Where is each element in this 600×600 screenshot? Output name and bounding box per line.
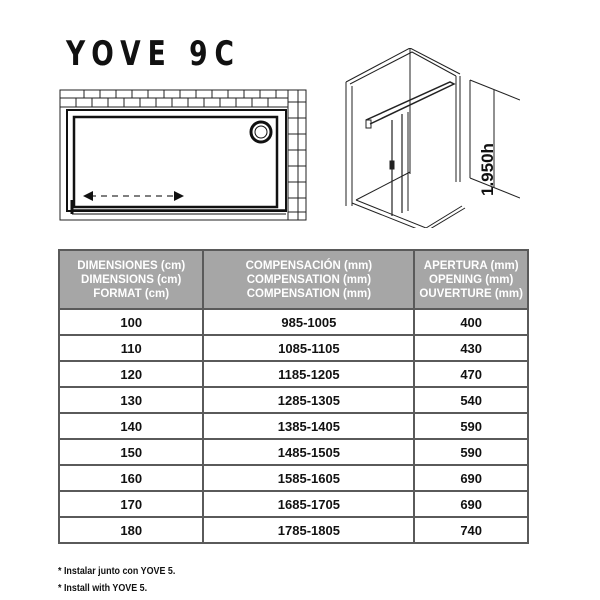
cell-opening: 540 — [413, 386, 529, 414]
header-opening: APERTURA (mm) OPENING (mm) OUVERTURE (mm… — [413, 249, 529, 310]
footnote-es: * Instalar junto con YOVE 5. — [58, 565, 176, 577]
cell-dimension: 130 — [57, 386, 205, 414]
header-line: OUVERTURE (mm) — [419, 287, 523, 300]
cell-compensation: 1685-1705 — [202, 490, 416, 518]
cell-opening: 690 — [413, 490, 529, 518]
shower-isometric-diagram-icon — [345, 48, 520, 228]
footnote-en: * Install with YOVE 5. — [58, 582, 148, 594]
table-row: 130 1285-1305 540 — [57, 386, 529, 414]
header-line: FORMAT (cm) — [93, 287, 170, 300]
cell-opening: 740 — [413, 516, 529, 544]
cell-dimension: 100 — [57, 308, 205, 336]
cell-opening: 470 — [413, 360, 529, 388]
cell-compensation: 985-1005 — [202, 308, 416, 336]
header-compensation: COMPENSACIÓN (mm) COMPENSATION (mm) COMP… — [202, 249, 416, 310]
header-line: COMPENSATION (mm) — [246, 287, 372, 300]
dimensions-table: DIMENSIONES (cm) DIMENSIONS (cm) FORMAT … — [57, 249, 529, 544]
cell-opening: 430 — [413, 334, 529, 362]
cell-dimension: 180 — [57, 516, 205, 544]
cell-compensation: 1785-1805 — [202, 516, 416, 544]
header-dimensions: DIMENSIONES (cm) DIMENSIONS (cm) FORMAT … — [57, 249, 205, 310]
cell-compensation: 1385-1405 — [202, 412, 416, 440]
table-row: 180 1785-1805 740 — [57, 516, 529, 544]
table-row: 150 1485-1505 590 — [57, 438, 529, 466]
cell-opening: 400 — [413, 308, 529, 336]
cell-opening: 690 — [413, 464, 529, 492]
cell-compensation: 1085-1105 — [202, 334, 416, 362]
table-row: 110 1085-1105 430 — [57, 334, 529, 362]
header-line: COMPENSATION (mm) — [246, 273, 372, 286]
footnotes: * Instalar junto con YOVE 5. * Install w… — [58, 563, 196, 597]
cell-compensation: 1285-1305 — [202, 386, 416, 414]
cell-dimension: 110 — [57, 334, 205, 362]
header-line: OPENING (mm) — [429, 273, 514, 286]
shower-plan-diagram-icon — [59, 89, 307, 221]
cell-compensation: 1185-1205 — [202, 360, 416, 388]
header-line: DIMENSIONS (cm) — [81, 273, 182, 286]
table-row: 170 1685-1705 690 — [57, 490, 529, 518]
cell-dimension: 140 — [57, 412, 205, 440]
header-line: APERTURA (mm) — [423, 259, 519, 272]
table-row: 140 1385-1405 590 — [57, 412, 529, 440]
cell-dimension: 120 — [57, 360, 205, 388]
table-row: 160 1585-1605 690 — [57, 464, 529, 492]
table-row: 120 1185-1205 470 — [57, 360, 529, 388]
header-line: DIMENSIONES (cm) — [77, 259, 186, 272]
cell-dimension: 160 — [57, 464, 205, 492]
cell-opening: 590 — [413, 438, 529, 466]
cell-dimension: 150 — [57, 438, 205, 466]
header-line: COMPENSACIÓN (mm) — [245, 259, 373, 272]
height-label: 1.950h — [478, 143, 497, 196]
table-header-row: DIMENSIONES (cm) DIMENSIONS (cm) FORMAT … — [57, 249, 529, 310]
table-row: 100 985-1005 400 — [57, 308, 529, 336]
cell-opening: 590 — [413, 412, 529, 440]
cell-compensation: 1485-1505 — [202, 438, 416, 466]
product-title: YOVE 9C — [66, 34, 242, 74]
cell-compensation: 1585-1605 — [202, 464, 416, 492]
cell-dimension: 170 — [57, 490, 205, 518]
